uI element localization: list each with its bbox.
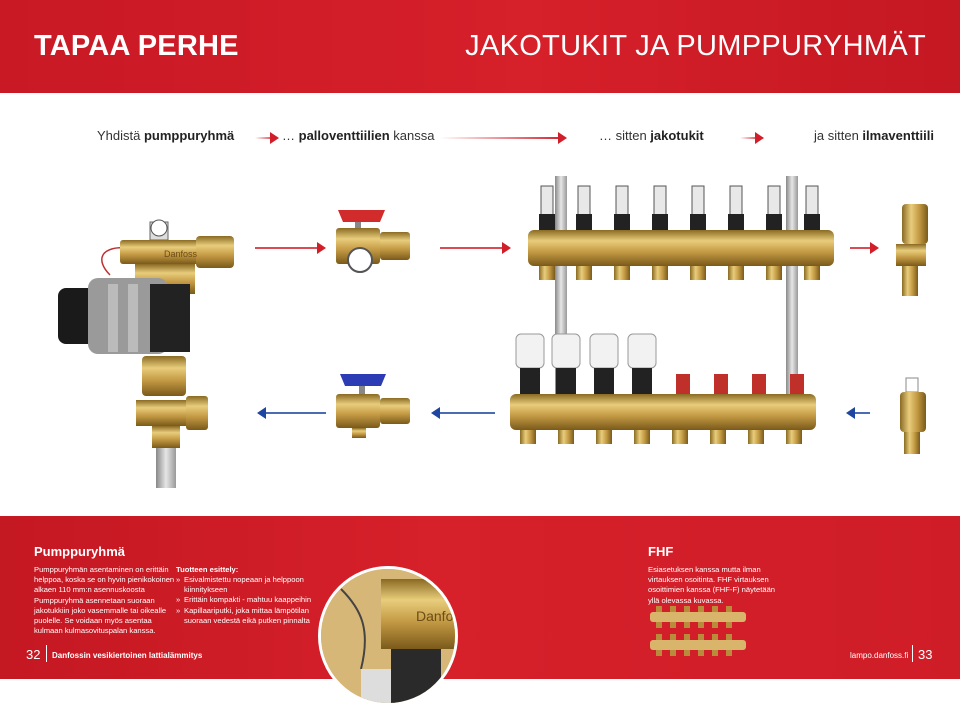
list-item: Esivalmistettu nopeaan ja helppoon kiinn…	[176, 575, 316, 595]
air-vent-upper	[896, 204, 928, 296]
fhf-title: FHF	[648, 544, 674, 559]
pump-group: Danfoss	[58, 219, 234, 488]
manifold-lower	[510, 333, 816, 444]
page-number-right: 33	[918, 647, 933, 662]
page-title: JAKOTUKIT JA PUMPPURYHMÄT	[465, 30, 926, 62]
page-number-left: 32	[26, 647, 41, 662]
product-illustration: Danfoss	[58, 176, 928, 488]
section-title: TAPAA PERHE	[34, 30, 239, 62]
features-list: Esivalmistettu nopeaan ja helppoon kiinn…	[176, 575, 316, 626]
air-vent-lower	[900, 377, 926, 454]
fhf-photo	[650, 606, 746, 656]
arrow-right-icon	[255, 132, 279, 144]
svg-text:Danfoss: Danfoss	[164, 249, 198, 259]
flow-step-4: ja sitten ilmaventtiili	[814, 128, 934, 143]
flow-step-1: Yhdistä pumppuryhmä	[97, 128, 235, 143]
footer-brand: Danfossin vesikiertoinen lattialämmitys	[52, 651, 203, 660]
footer-band	[0, 516, 960, 679]
list-item: Kapillaariputki, joka mittaa lämpötilan …	[176, 606, 316, 626]
pump-title: Pumppuryhmä	[34, 544, 126, 559]
ball-valve-red	[336, 210, 410, 273]
features-title: Tuotteen esittely:	[176, 565, 239, 574]
flow-step-2: … palloventtiilien kanssa	[282, 128, 435, 143]
ball-valve-blue	[336, 374, 410, 438]
flow-step-3: … sitten jakotukit	[599, 128, 704, 143]
header-band: TAPAA PERHE JAKOTUKIT JA PUMPPURYHMÄT	[0, 0, 960, 93]
divider	[46, 645, 47, 662]
arrow-right-icon	[440, 132, 567, 144]
manifold-upper	[528, 185, 834, 280]
list-item: Erittäin kompakti - mahtuu kaappeihin	[176, 595, 316, 605]
footer-url[interactable]: lampo.danfoss.fi	[850, 651, 909, 660]
divider	[912, 645, 913, 662]
pump-detail-photo: Danfoss	[318, 566, 458, 706]
svg-text:Danfoss: Danfoss	[416, 608, 455, 624]
arrow-right-icon	[740, 132, 764, 144]
